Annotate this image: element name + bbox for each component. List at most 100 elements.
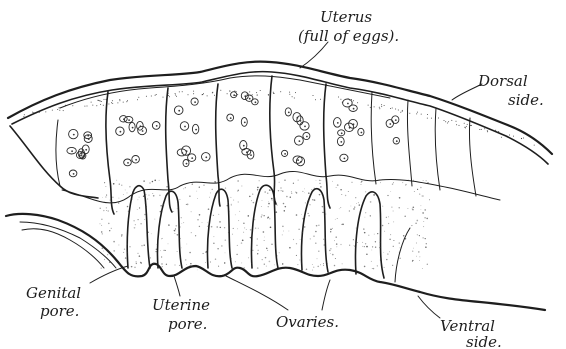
label-ovaries: Ovaries. bbox=[276, 313, 339, 331]
leader-ventral bbox=[418, 296, 440, 318]
stipple-dot bbox=[471, 125, 472, 126]
stipple-dot bbox=[193, 93, 194, 94]
stipple-dot bbox=[427, 114, 428, 115]
stipple-dot bbox=[177, 234, 179, 236]
stipple-dot bbox=[379, 108, 380, 109]
stipple-dot bbox=[161, 263, 162, 264]
stipple-dot bbox=[108, 210, 109, 211]
stipple-dot bbox=[451, 120, 452, 121]
stipple-dot bbox=[267, 250, 268, 251]
stipple-dot bbox=[417, 234, 418, 235]
stipple-dot bbox=[429, 199, 430, 200]
stipple-dot bbox=[438, 118, 439, 119]
stipple-dot bbox=[175, 95, 176, 96]
stipple-dot bbox=[366, 246, 368, 248]
stipple-dot bbox=[422, 268, 423, 269]
stipple-dot bbox=[286, 196, 288, 198]
stipple-dot bbox=[241, 242, 242, 243]
stipple-dot bbox=[464, 123, 465, 124]
stipple-dot bbox=[383, 252, 384, 253]
stipple-dot bbox=[390, 234, 391, 235]
stipple-dot bbox=[407, 109, 408, 110]
stipple-dot bbox=[361, 181, 362, 182]
stipple-dot bbox=[291, 193, 292, 194]
stipple-dot bbox=[209, 182, 210, 183]
egg-nucleus bbox=[194, 101, 196, 103]
stipple-dot bbox=[113, 241, 115, 243]
stipple-dot bbox=[199, 226, 200, 227]
stipple-dot bbox=[129, 246, 130, 247]
stipple-dot bbox=[243, 223, 245, 225]
stipple-dot bbox=[104, 202, 105, 203]
stipple-dot bbox=[139, 197, 140, 198]
stipple-dot bbox=[387, 254, 388, 255]
stipple-dot bbox=[351, 206, 352, 207]
stipple-dot bbox=[101, 225, 102, 226]
stipple-dot bbox=[127, 252, 128, 253]
stipple-dot bbox=[227, 93, 228, 94]
stipple-dot bbox=[59, 107, 60, 108]
stipple-dot bbox=[419, 260, 420, 261]
stipple-dot bbox=[280, 187, 281, 188]
stipple-dot bbox=[308, 213, 309, 214]
stipple-dot bbox=[372, 268, 373, 269]
stipple-dot bbox=[155, 95, 156, 96]
stipple-dot bbox=[269, 189, 271, 191]
egg-nucleus bbox=[128, 119, 130, 121]
stipple-dot bbox=[361, 184, 362, 185]
stipple-dot bbox=[262, 259, 263, 260]
egg-nucleus bbox=[73, 173, 75, 175]
stipple-dot bbox=[185, 187, 186, 188]
stipple-dot bbox=[103, 251, 104, 252]
stipple-dot bbox=[354, 206, 355, 207]
stipple-dot bbox=[412, 251, 413, 252]
stipple-dot bbox=[264, 264, 265, 265]
stipple-dot bbox=[357, 242, 358, 243]
egg-nucleus bbox=[142, 130, 144, 132]
egg-nucleus bbox=[249, 98, 251, 100]
egg-nucleus bbox=[250, 154, 252, 156]
stipple-dot bbox=[144, 219, 145, 220]
stipple-dot bbox=[123, 252, 124, 253]
stipple-dot bbox=[384, 105, 385, 106]
stipple-dot bbox=[340, 189, 341, 190]
stipple-dot bbox=[101, 101, 102, 102]
stipple-dot bbox=[338, 97, 339, 98]
stipple-dot bbox=[152, 181, 154, 183]
stipple-dot bbox=[154, 180, 156, 182]
stipple-dot bbox=[509, 135, 510, 136]
stipple-dot bbox=[137, 253, 138, 254]
stipple-dot bbox=[319, 183, 320, 184]
stipple-dot bbox=[417, 112, 418, 113]
stipple-dot bbox=[128, 211, 129, 212]
label-dorsal: Dorsal bbox=[477, 72, 528, 90]
stipple-dot bbox=[155, 251, 156, 252]
stipple-dot bbox=[133, 220, 134, 221]
stipple-dot bbox=[423, 237, 424, 238]
stipple-dot bbox=[45, 111, 46, 112]
stipple-dot bbox=[229, 211, 230, 212]
stipple-dot bbox=[368, 235, 369, 236]
stipple-dot bbox=[487, 130, 488, 131]
stipple-dot bbox=[229, 91, 230, 92]
stipple-dot bbox=[248, 257, 249, 258]
stipple-dot bbox=[233, 200, 234, 201]
stipple-dot bbox=[320, 99, 321, 100]
stipple-dot bbox=[101, 267, 102, 268]
stipple-dot bbox=[306, 268, 308, 270]
stipple-dot bbox=[177, 208, 178, 209]
stipple-dot bbox=[50, 107, 51, 108]
stipple-dot bbox=[248, 215, 250, 217]
stipple-dot bbox=[242, 186, 243, 187]
stipple-dot bbox=[426, 180, 427, 181]
stipple-dot bbox=[272, 200, 273, 201]
stipple-dot bbox=[100, 104, 101, 105]
stipple-dot bbox=[259, 180, 260, 181]
stipple-dot bbox=[289, 94, 290, 95]
stipple-dot bbox=[263, 231, 265, 233]
stipple-dot bbox=[168, 243, 169, 244]
stipple-dot bbox=[123, 200, 124, 201]
egg-nucleus bbox=[120, 131, 122, 133]
stipple-dot bbox=[84, 106, 85, 107]
stipple-dot bbox=[407, 113, 408, 114]
